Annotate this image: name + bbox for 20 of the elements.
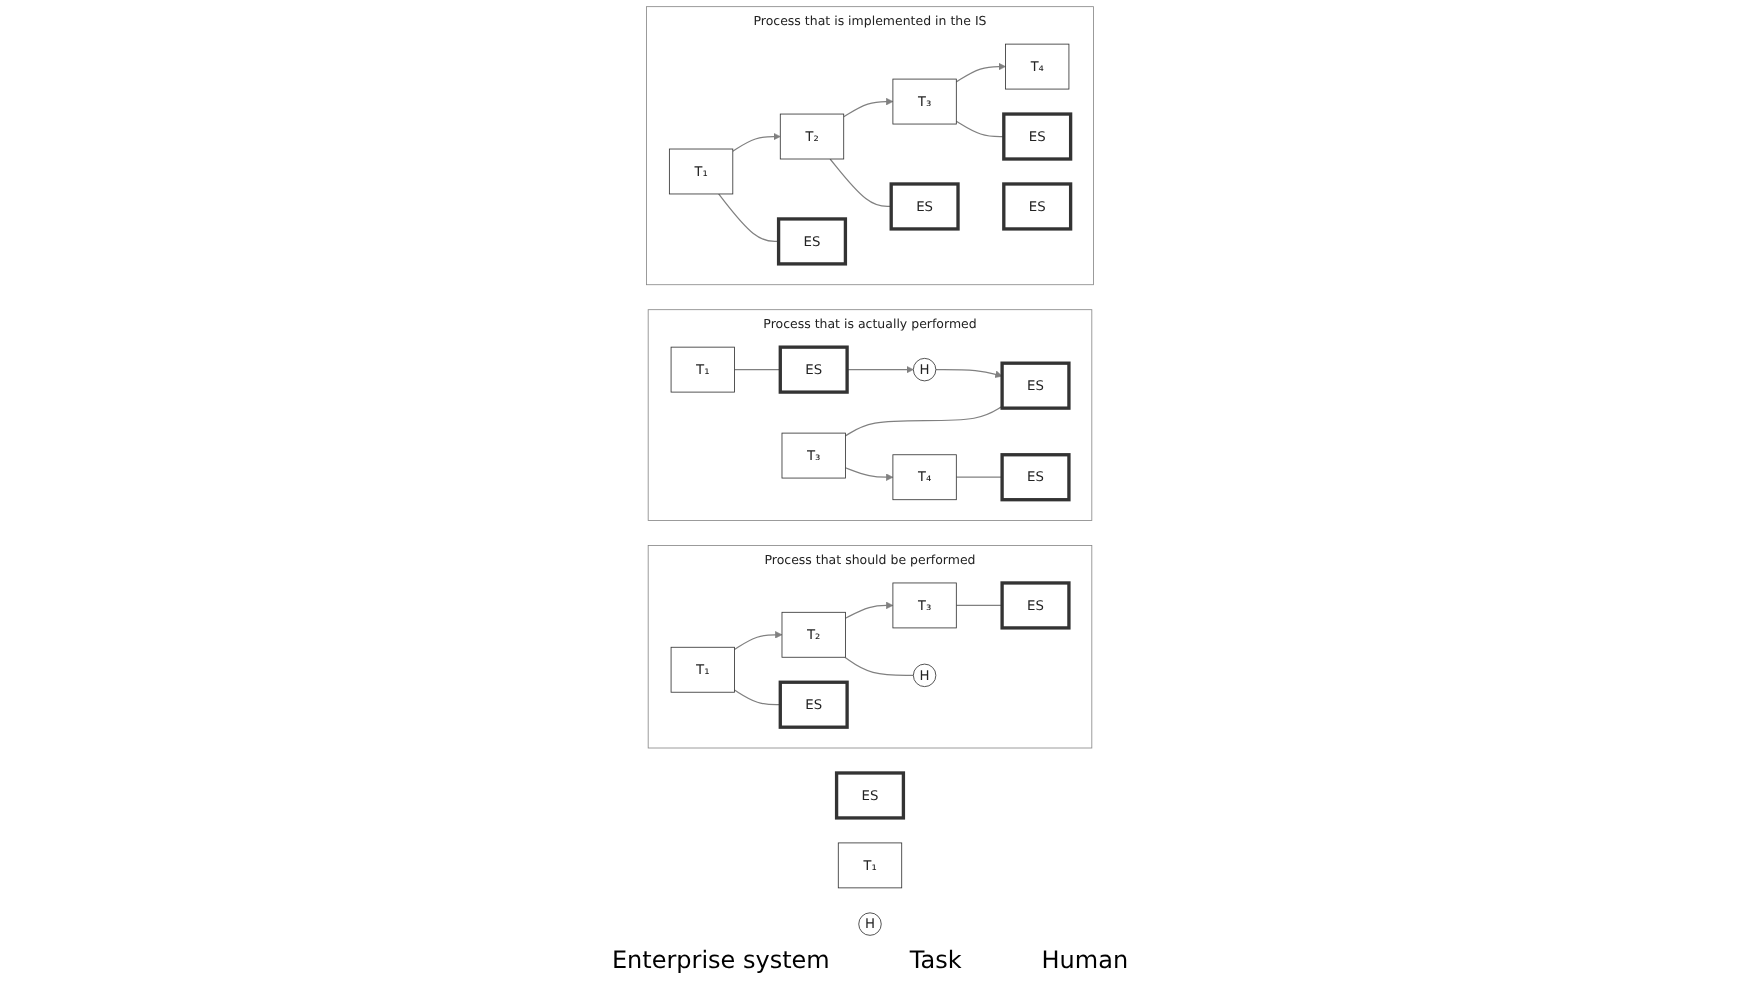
connector [844, 656, 914, 676]
connector [955, 120, 1005, 138]
arrow [955, 62, 1006, 83]
arrow [935, 369, 1003, 378]
arrow [846, 365, 914, 374]
connector [955, 476, 1003, 478]
arrow [844, 601, 894, 619]
connector [733, 689, 781, 706]
arrow [732, 132, 781, 152]
arrow [843, 97, 894, 118]
connector [955, 604, 1003, 607]
legend-text: Enterprise system [611, 946, 830, 974]
connector [829, 158, 892, 208]
connector [844, 405, 1003, 437]
legend-text: Task [909, 946, 962, 974]
connector [733, 369, 781, 371]
connector [718, 193, 780, 243]
arrow [733, 631, 783, 651]
legend-text: Human [1041, 946, 1129, 974]
arrow [844, 467, 894, 481]
